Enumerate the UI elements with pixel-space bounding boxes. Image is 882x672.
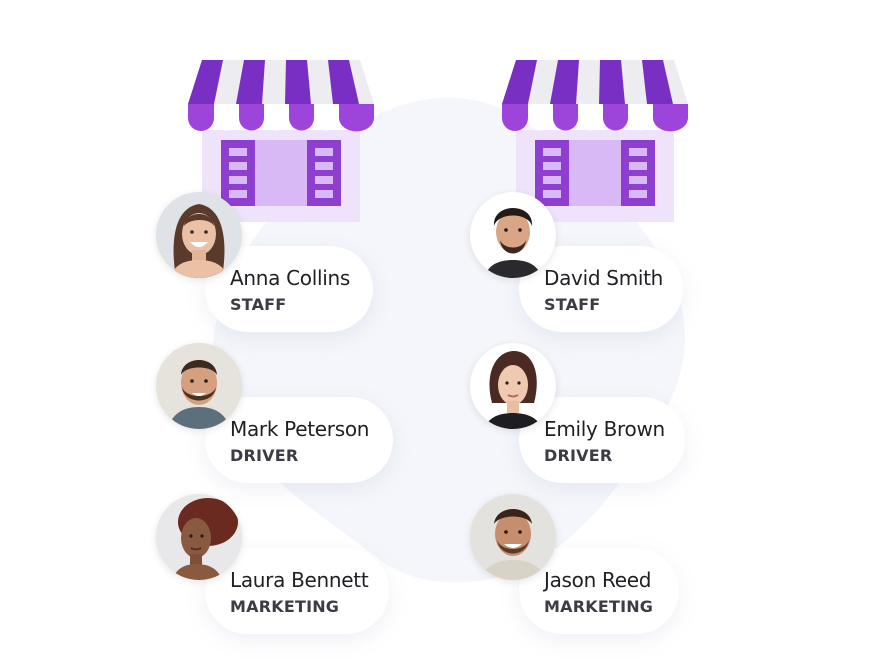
avatar-jason-icon — [470, 494, 556, 580]
avatar-laura-icon — [156, 494, 242, 580]
avatar-mark-icon — [156, 343, 242, 429]
avatar — [156, 192, 242, 278]
avatar — [156, 343, 242, 429]
employee-role: DRIVER — [544, 446, 613, 465]
avatar — [470, 343, 556, 429]
employee-name: Mark Peterson — [230, 417, 370, 441]
employee-role: DRIVER — [230, 446, 299, 465]
avatar — [156, 494, 242, 580]
employee-name: Emily Brown — [544, 417, 665, 441]
avatar-anna-icon — [156, 192, 242, 278]
employee-card-mark-peterson[interactable]: Mark Peterson DRIVER — [205, 397, 393, 483]
avatar-emily-icon — [470, 343, 556, 429]
employee-role: STAFF — [544, 295, 601, 314]
avatar — [470, 494, 556, 580]
employee-name: Laura Bennett — [230, 568, 369, 592]
avatar — [470, 192, 556, 278]
employee-card-laura-bennett[interactable]: Laura Bennett MARKETING — [205, 548, 389, 634]
employee-card-emily-brown[interactable]: Emily Brown DRIVER — [519, 397, 685, 483]
employee-name: Anna Collins — [230, 266, 351, 290]
storefront-icon — [502, 60, 688, 222]
storefront-right — [502, 60, 688, 225]
employee-role: MARKETING — [230, 597, 340, 616]
storefront-left — [188, 60, 374, 225]
storefront-icon — [188, 60, 374, 222]
employee-role: MARKETING — [544, 597, 654, 616]
employee-role: STAFF — [230, 295, 287, 314]
employee-name: David Smith — [544, 266, 664, 290]
employee-name: Jason Reed — [544, 568, 652, 592]
avatar-david-icon — [470, 192, 556, 278]
